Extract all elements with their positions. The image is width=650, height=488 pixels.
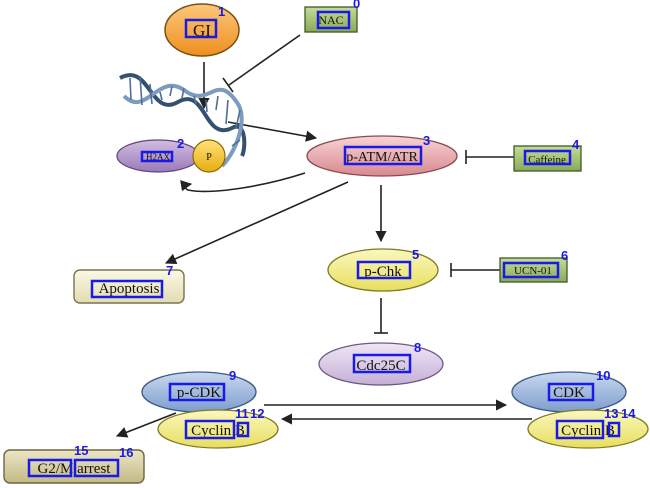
h2ax-label: H2AX (146, 152, 170, 162)
node-phosphate: P (192, 139, 226, 173)
annotation-label: 8 (414, 340, 421, 355)
nac-label: NAC (318, 13, 343, 27)
annotation-label: 10 (596, 368, 610, 383)
annotation-label: 11 (235, 406, 249, 421)
cyclin-b-left-label: Cyclin B (191, 423, 245, 439)
node-gi: GI (164, 3, 240, 57)
ucn01-label: UCN-01 (514, 265, 552, 277)
annotation-label: 2 (177, 136, 184, 151)
pcdk-label: p-CDK (177, 385, 221, 401)
annotation-label: 0 (353, 0, 360, 11)
node-apoptosis: Apoptosis (73, 269, 185, 304)
annotation-label: 3 (423, 133, 430, 148)
annotation-label: 9 (229, 368, 236, 383)
patm-atr-label: p-ATM/ATR (346, 150, 418, 165)
annotation-label: 7 (166, 263, 173, 278)
annotation-label: 6 (561, 248, 568, 263)
arrow-patm-to-apoptosis (164, 181, 349, 265)
annotation-label: 5 (412, 247, 419, 262)
cdk-label: CDK (553, 385, 585, 401)
cyclin-b-right-label: Cyclin B (561, 423, 615, 439)
annotation-label: 13 (604, 406, 618, 421)
inhibit-bar-nac (222, 77, 234, 93)
phosphate-label: P (206, 152, 212, 163)
cdc25c-label: Cdc25C (356, 358, 405, 374)
annotation-label: 1 (218, 4, 225, 19)
node-pchk: p-Chk (327, 248, 439, 292)
node-h2ax: H2AX (116, 139, 200, 173)
node-patm-atr: p-ATM/ATR (306, 135, 458, 177)
annotation-label: 15 (74, 443, 88, 458)
node-pcdk: p-CDK (141, 371, 257, 413)
gi-label: GI (193, 21, 211, 40)
dna-helix (119, 73, 247, 168)
apoptosis-label: Apoptosis (99, 281, 160, 297)
connectors (115, 34, 532, 438)
annotation-label: 12 (250, 406, 264, 421)
annotation-label: 4 (572, 137, 580, 152)
inhibit-nac-to-gi-arrow (228, 34, 301, 86)
annotation-labels: 0 1 2 3 4 5 6 7 8 9 10 11 12 13 14 15 16 (74, 0, 636, 460)
pchk-label: p-Chk (364, 264, 402, 280)
annotation-label: 14 (621, 406, 636, 421)
arrow-complex-to-g2m-arrest (115, 412, 177, 438)
annotation-label: 16 (119, 445, 133, 460)
node-cdc25c: Cdc25C (318, 342, 444, 386)
annotation-boxes (27, 10, 621, 478)
arrow-patm-feedback-to-h2ax (180, 172, 306, 193)
